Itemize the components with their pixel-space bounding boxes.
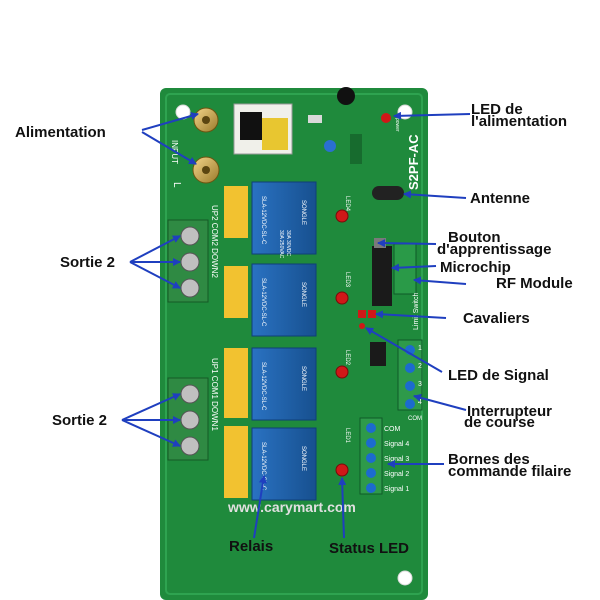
terminal-label: Signal 3	[384, 456, 409, 463]
arrow-sortie-bottom-1	[121, 393, 181, 421]
label-led-alim-line1: LED de	[471, 101, 523, 118]
channel-label-bottom: UP1 COM1 DOWN1	[210, 358, 219, 431]
arrow-alimentation-1	[141, 112, 199, 131]
label-microchip: Microchip	[440, 259, 511, 276]
terminal-label: Signal 2	[384, 471, 409, 478]
arrow-cavaliers	[375, 310, 447, 319]
signal-led	[359, 323, 365, 329]
label-bouton-line1: Bouton	[448, 229, 501, 246]
limit-number: 3	[418, 381, 422, 388]
mounting-hole	[397, 104, 413, 120]
relay-brand: SONGLE	[300, 446, 306, 471]
led-indicator	[335, 365, 349, 379]
jumper	[368, 310, 376, 318]
relay	[251, 181, 317, 255]
led-indicator	[335, 463, 349, 477]
terminal-label: Signal 1	[384, 486, 409, 493]
label-led-signal: LED de Signal	[448, 367, 549, 384]
arrow-alimentation-2	[141, 131, 197, 165]
relay	[251, 347, 317, 421]
led-label: LED1	[344, 428, 350, 444]
label-interrupteur-line2: de course	[464, 414, 535, 431]
label-led-alim-line2: l'alimentation	[471, 113, 568, 130]
arrow-interrupteur	[413, 393, 467, 411]
relay-brand: SONGLE	[300, 282, 306, 307]
relay-model: SLA-12VDC-SL-C	[260, 278, 266, 327]
arrow-rf-module	[413, 276, 467, 285]
terminal-label: COM	[384, 426, 401, 433]
relay-spec: 30A 250VAC	[278, 230, 284, 259]
microchip	[372, 246, 392, 306]
arrow-antenne	[403, 190, 467, 199]
limit-number: 2	[418, 363, 422, 370]
antenna-coil	[372, 186, 404, 200]
limit-switch-label: Limit Switch	[413, 293, 420, 330]
label-interrupteur-line1: Interrupteur	[467, 403, 553, 420]
arrow-sortie-top-1	[129, 235, 181, 263]
mounting-hole	[397, 570, 413, 586]
relay-model: SLA-12VDC-SL-C	[260, 442, 266, 491]
relay-brand: SONGLE	[300, 366, 306, 391]
capacitor	[224, 186, 248, 238]
label-sortie2-top: Sortie 2	[60, 254, 116, 271]
capacitor	[224, 348, 248, 418]
led-label: LED3	[344, 272, 350, 288]
limit-com-label: COM	[408, 416, 422, 422]
limit-number: 1	[418, 345, 422, 352]
label-bouton-line2: d'apprentissage	[437, 241, 552, 258]
limit-number: 4	[418, 399, 422, 406]
channel-label-top: UP2 COM2 DOWN2	[210, 205, 219, 278]
label-relais: Relais	[229, 538, 274, 555]
relay-spec: 30A 30VDC	[285, 230, 291, 257]
arrow-sortie-top-3	[129, 261, 181, 289]
led-label: LED2	[344, 350, 350, 366]
relay-model: SLA-12VDC-SL-C	[260, 196, 266, 245]
ic-chip	[370, 342, 386, 366]
relay-brand: SONGLE	[300, 200, 306, 225]
label-alimentation: Alimentation	[15, 124, 106, 141]
label-rf-module: RF Module	[496, 275, 573, 292]
power-label: power	[394, 118, 400, 132]
capacitor	[224, 266, 248, 318]
led-indicator	[335, 209, 349, 223]
arrow-led-signal	[365, 327, 443, 373]
relay	[251, 263, 317, 337]
power-led	[381, 113, 391, 123]
label-bornes-line1: Bornes des	[448, 451, 530, 468]
arrow-relais	[253, 475, 267, 539]
capacitor-cylinder	[337, 87, 355, 105]
rf-module	[393, 243, 417, 295]
arrow-status-led	[338, 477, 347, 539]
arrow-bouton	[377, 239, 437, 248]
model-label: S2PF-AC	[406, 134, 421, 190]
arrow-led-alim	[393, 111, 471, 120]
website-label: www.carymart.com	[227, 499, 356, 515]
arrow-sortie-bottom-3	[121, 419, 181, 447]
capacitor	[224, 426, 248, 498]
arrow-microchip	[391, 263, 437, 272]
label-bornes-line2: commande filaire	[448, 463, 572, 480]
led-label: LED4	[344, 196, 350, 212]
terminal-label: Signal 4	[384, 441, 409, 448]
label-sortie2-bottom: Sortie 2	[52, 412, 108, 429]
relay-model: SLA-12VDC-SL-C	[260, 362, 266, 411]
label-status-led: Status LED	[329, 540, 410, 557]
jumper	[358, 310, 366, 318]
label-cavaliers: Cavaliers	[463, 310, 530, 327]
led-indicator	[335, 291, 349, 305]
label-antenne: Antenne	[470, 190, 530, 207]
l-label: L	[171, 182, 182, 188]
